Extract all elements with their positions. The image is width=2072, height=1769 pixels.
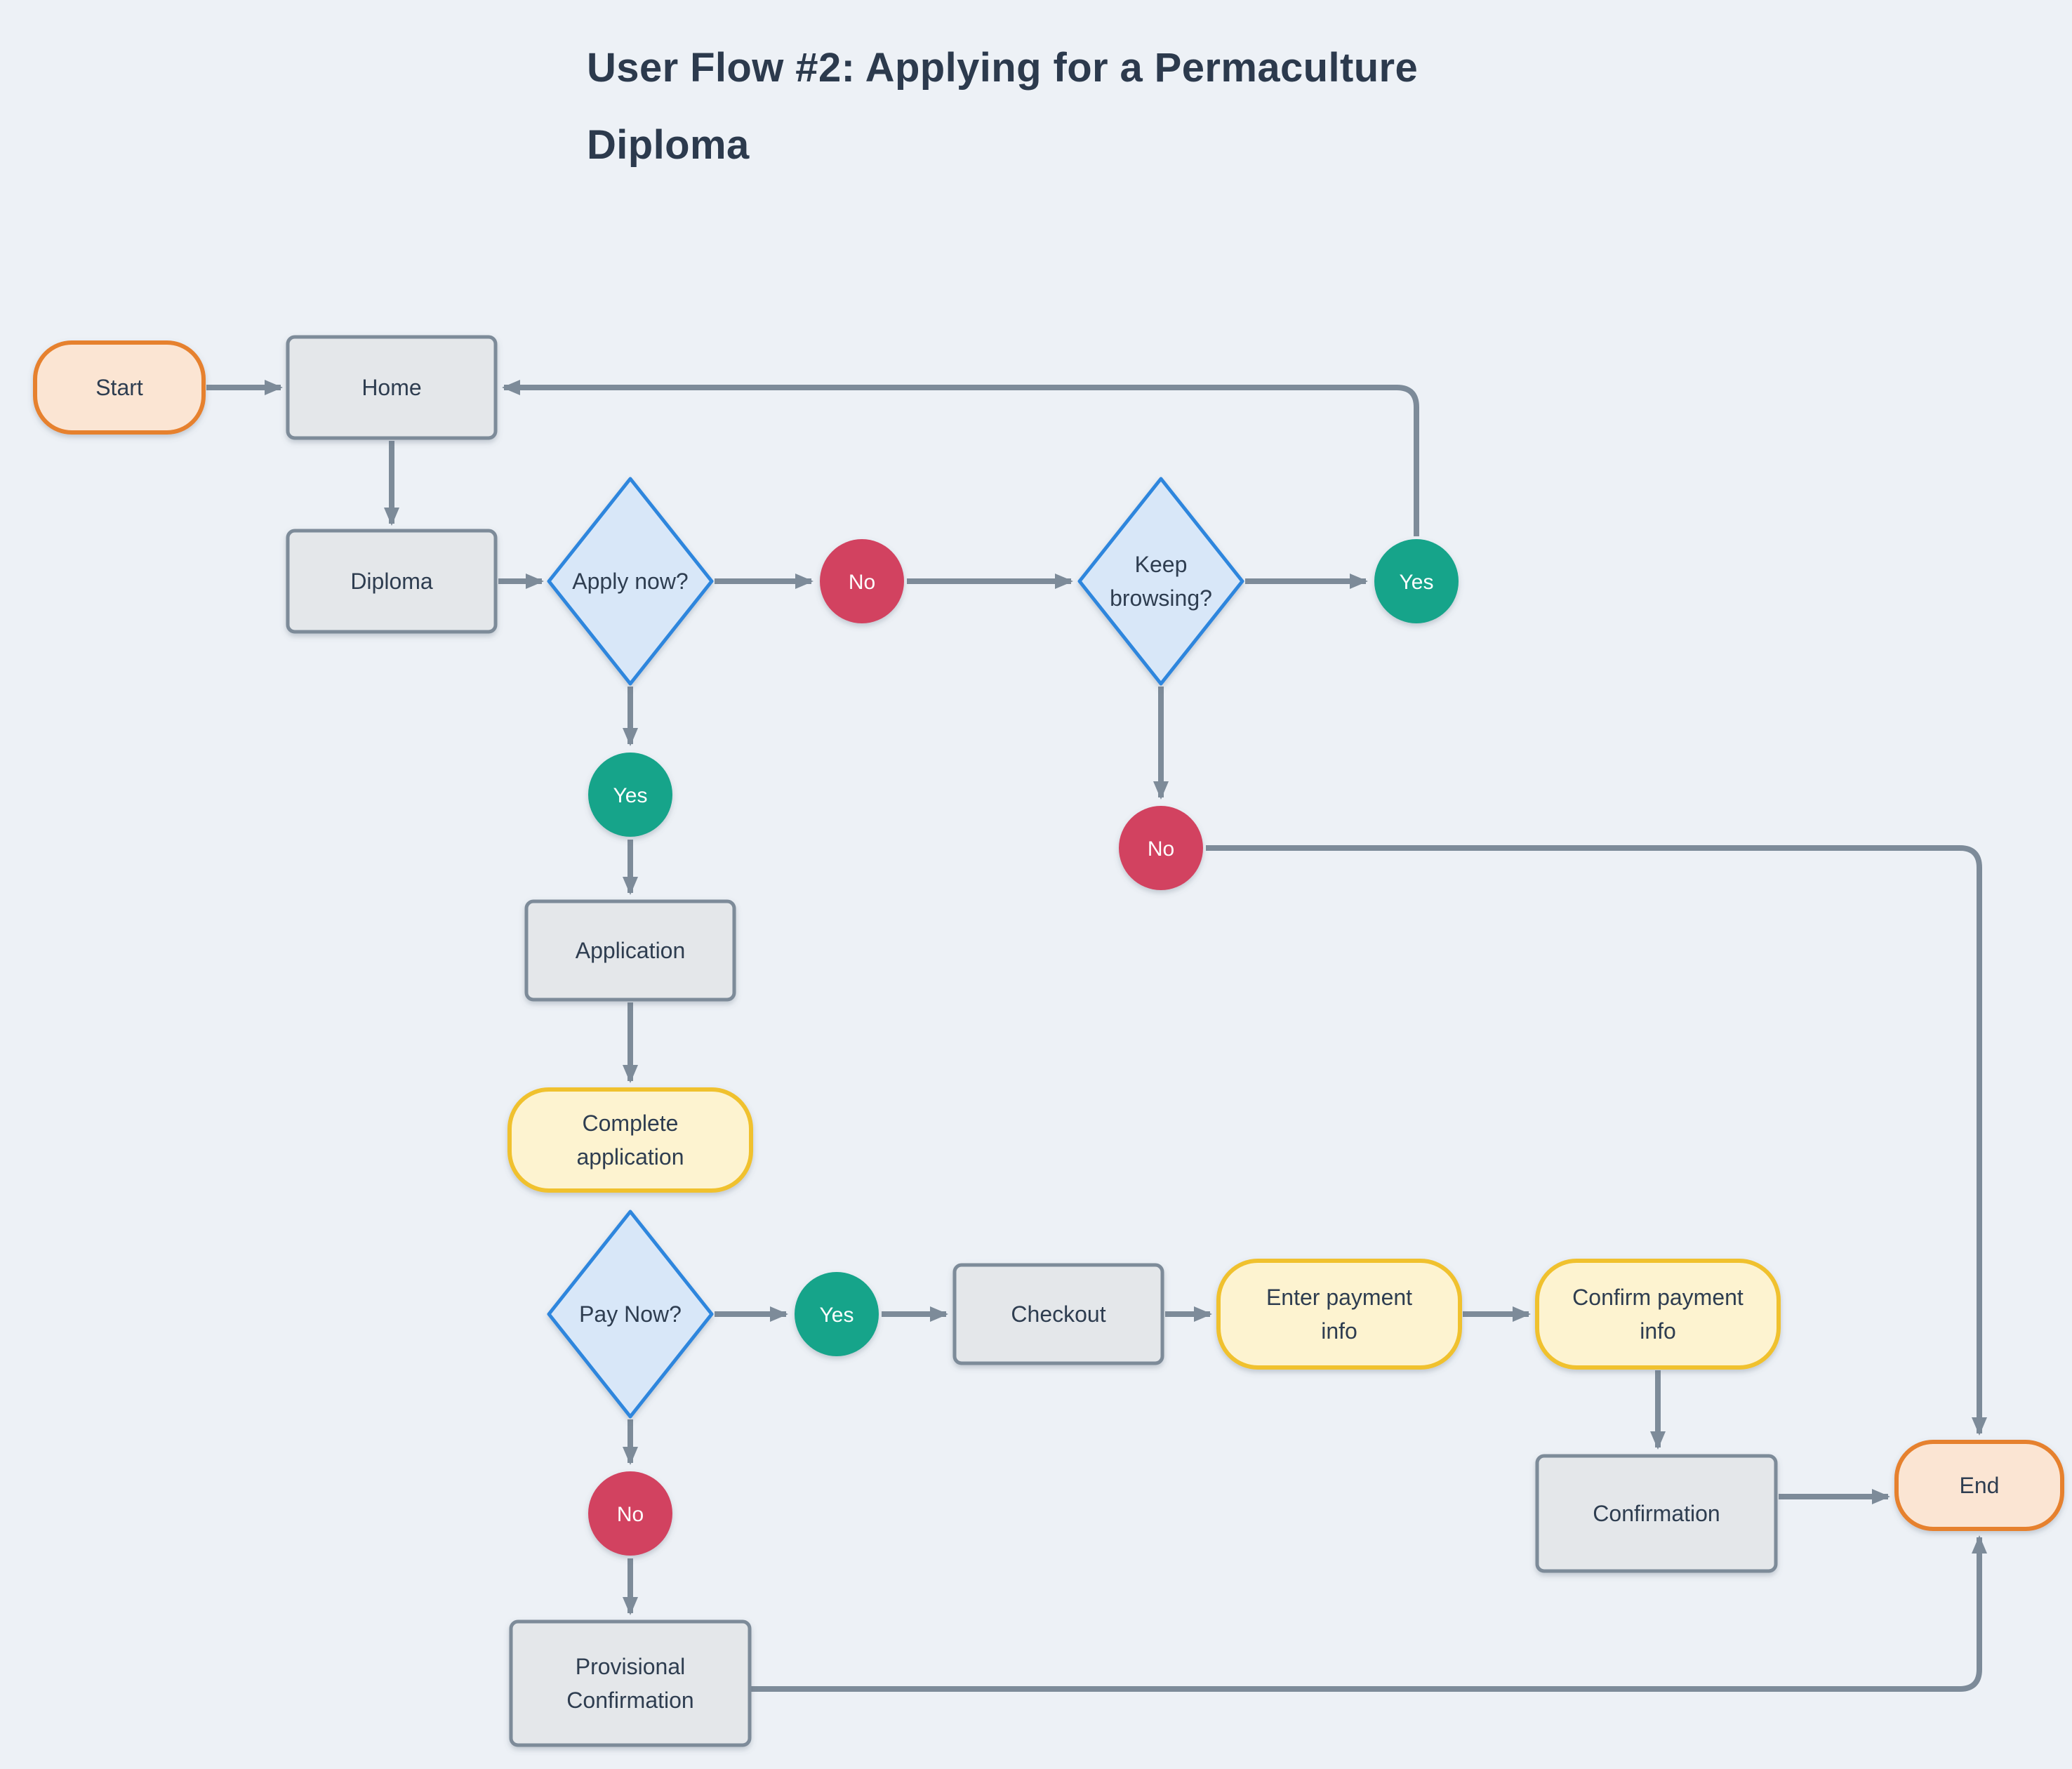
application-shape <box>524 899 736 1002</box>
no-keep-browsing-label: No <box>1148 837 1174 861</box>
home-shape <box>286 335 498 440</box>
diploma-label: Diploma <box>350 569 433 594</box>
node-start: Start <box>33 340 206 435</box>
edge-no-to-end-top <box>1206 845 1987 1436</box>
node-checkout: Checkout <box>952 1263 1164 1365</box>
pay-now-shape <box>547 1210 714 1419</box>
yes-pay-shape <box>795 1272 879 1356</box>
edge-provisional-to-end-bottom <box>750 1535 1987 1692</box>
edge-yes-loop-to-home <box>502 380 1419 536</box>
node-yes-apply: Yes <box>588 753 672 837</box>
end-label: End <box>1960 1473 2000 1498</box>
node-confirmation: Confirmation <box>1535 1454 1778 1573</box>
yes-apply-shape <box>588 753 672 837</box>
pay-now-label: Pay Now? <box>579 1301 682 1327</box>
provisional-confirmation-shape <box>509 1619 752 1747</box>
home-label: Home <box>361 375 421 400</box>
node-application: Application <box>524 899 736 1002</box>
node-no-apply: No <box>820 539 904 623</box>
start-shape <box>33 340 206 435</box>
yes-keep-browsing-shape <box>1374 539 1459 623</box>
node-pay-now: Pay Now? <box>547 1210 714 1419</box>
apply-now-label: Apply now? <box>572 569 688 594</box>
checkout-label: Checkout <box>1011 1301 1105 1327</box>
complete-application-shape <box>507 1087 753 1193</box>
confirm-payment-info-shape <box>1535 1259 1781 1370</box>
no-pay-shape <box>588 1471 672 1556</box>
node-diploma: Diploma <box>286 529 498 634</box>
node-yes-keep-browsing: Yes <box>1374 539 1459 623</box>
confirmation-shape <box>1535 1454 1778 1573</box>
application-label: Application <box>576 938 686 963</box>
node-end: End <box>1894 1440 2064 1531</box>
no-apply-shape <box>820 539 904 623</box>
checkout-shape <box>952 1263 1164 1365</box>
keep-browsing-shape <box>1077 477 1244 686</box>
yes-pay-label: Yes <box>820 1304 854 1327</box>
node-no-pay: No <box>588 1471 672 1556</box>
node-apply-now: Apply now? <box>547 477 714 686</box>
diagram-title-line2: Diploma <box>587 122 750 168</box>
yes-apply-label: Yes <box>613 784 648 807</box>
node-yes-pay: Yes <box>795 1272 879 1356</box>
enter-payment-info-shape <box>1216 1259 1462 1370</box>
node-no-keep-browsing: No <box>1119 806 1203 890</box>
start-label: Start <box>95 375 143 400</box>
diagram-title-line1: User Flow #2: Applying for a Permacultur… <box>587 45 1418 91</box>
diploma-shape <box>286 529 498 634</box>
confirmation-label: Confirmation <box>1593 1501 1720 1526</box>
apply-now-shape <box>547 477 714 686</box>
connector-lines <box>206 380 1987 1692</box>
no-apply-label: No <box>849 571 875 594</box>
node-home: Home <box>286 335 498 440</box>
no-keep-browsing-shape <box>1119 806 1203 890</box>
yes-keep-browsing-label: Yes <box>1400 571 1434 594</box>
no-pay-label: No <box>617 1503 644 1526</box>
end-shape <box>1894 1440 2064 1531</box>
